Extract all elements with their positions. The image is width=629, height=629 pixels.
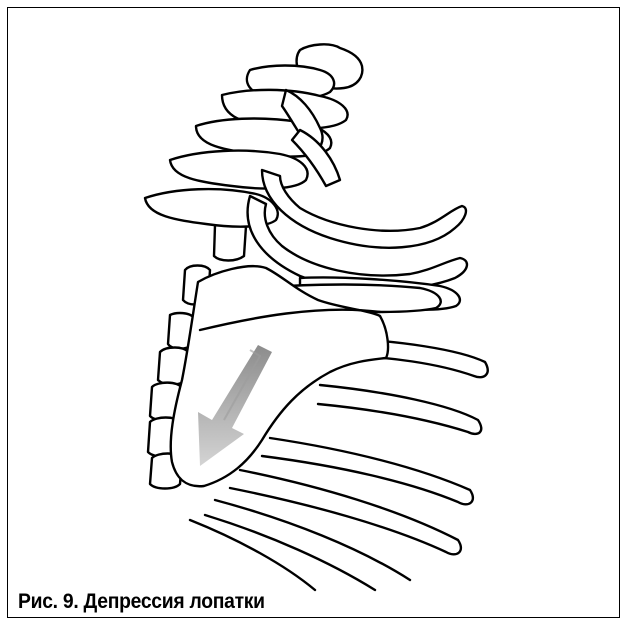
- scapula-depression-illustration: [0, 0, 629, 600]
- figure-caption: Рис. 9. Депрессия лопатки: [18, 590, 265, 614]
